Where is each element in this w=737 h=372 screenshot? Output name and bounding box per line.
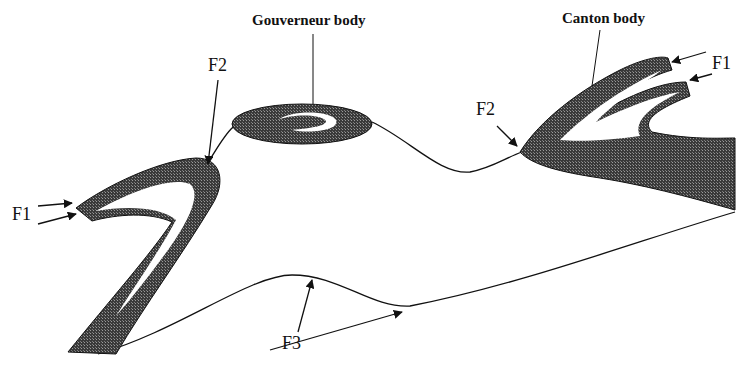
force-label: F1: [12, 205, 31, 225]
body-label: Canton body: [562, 10, 645, 27]
force-label: F2: [476, 100, 495, 120]
body-label: Gouverneur body: [252, 12, 366, 29]
force-label: F2: [208, 56, 227, 76]
force-label: F3: [282, 334, 301, 354]
force-label: F1: [712, 54, 731, 74]
